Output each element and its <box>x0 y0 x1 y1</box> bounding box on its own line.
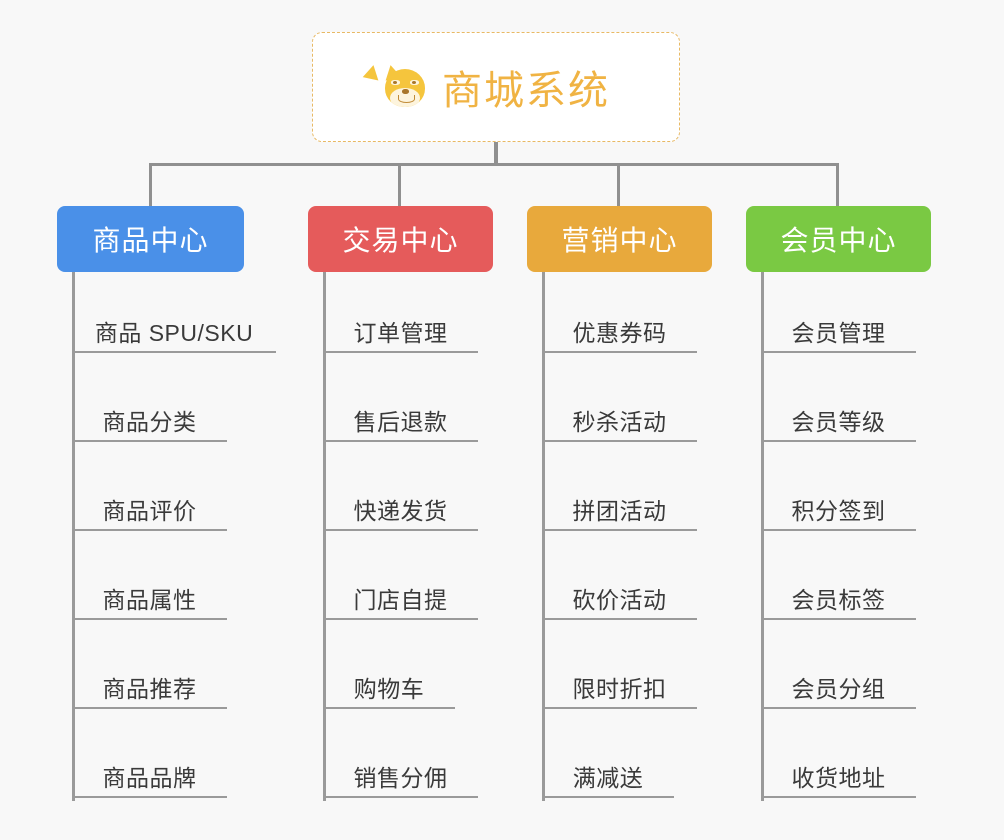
root-node-label: 商城系统 <box>442 69 610 113</box>
leaf-label-3-4: 砍价活动 <box>572 587 667 613</box>
branch-header-label-1: 商品中心 <box>92 225 209 256</box>
branch-header-label-4: 会员中心 <box>780 225 897 256</box>
leaf-item-2-6[interactable]: 销售分佣 <box>323 752 478 798</box>
leaf-item-3-5[interactable]: 限时折扣 <box>542 663 697 709</box>
leaf-label-4-6: 收货地址 <box>791 765 886 791</box>
connector-drop-branch-1 <box>149 163 152 207</box>
leaf-item-2-4[interactable]: 门店自提 <box>323 574 478 620</box>
leaf-item-3-1[interactable]: 优惠券码 <box>542 307 697 353</box>
leaf-label-4-3: 积分签到 <box>791 498 886 524</box>
branch-header-label-2: 交易中心 <box>342 225 459 256</box>
branch-header-4[interactable]: 会员中心 <box>746 206 931 272</box>
leaf-item-4-1[interactable]: 会员管理 <box>761 307 916 353</box>
leaf-item-4-5[interactable]: 会员分组 <box>761 663 916 709</box>
leaf-item-2-3[interactable]: 快递发货 <box>323 485 478 531</box>
leaf-label-1-5: 商品推荐 <box>102 676 197 702</box>
branch-spine-4 <box>761 272 764 801</box>
leaf-label-2-1: 订单管理 <box>353 320 448 346</box>
branch-header-1[interactable]: 商品中心 <box>57 206 244 272</box>
leaf-label-4-1: 会员管理 <box>791 320 886 346</box>
shiba-dog-face-icon <box>362 63 428 110</box>
leaf-item-1-6[interactable]: 商品品牌 <box>72 752 227 798</box>
leaf-label-4-5: 会员分组 <box>791 676 886 702</box>
leaf-label-2-6: 销售分佣 <box>353 765 448 791</box>
connector-drop-branch-3 <box>617 163 620 207</box>
leaf-item-3-6[interactable]: 满减送 <box>542 752 674 798</box>
leaf-label-3-3: 拼团活动 <box>572 498 667 524</box>
leaf-label-1-2: 商品分类 <box>102 409 197 435</box>
branch-header-3[interactable]: 营销中心 <box>527 206 712 272</box>
leaf-label-4-2: 会员等级 <box>791 409 886 435</box>
leaf-label-4-4: 会员标签 <box>791 587 886 613</box>
branch-spine-3 <box>542 272 545 801</box>
connector-drop-branch-4 <box>836 163 839 207</box>
leaf-label-3-6: 满减送 <box>572 765 644 791</box>
leaf-item-4-2[interactable]: 会员等级 <box>761 396 916 442</box>
connector-drop-branch-2 <box>398 163 401 207</box>
leaf-item-4-6[interactable]: 收货地址 <box>761 752 916 798</box>
leaf-label-2-3: 快递发货 <box>353 498 448 524</box>
leaf-item-1-5[interactable]: 商品推荐 <box>72 663 227 709</box>
branch-header-label-3: 营销中心 <box>561 225 678 256</box>
leaf-item-3-2[interactable]: 秒杀活动 <box>542 396 697 442</box>
leaf-label-3-2: 秒杀活动 <box>572 409 667 435</box>
leaf-label-1-3: 商品评价 <box>102 498 197 524</box>
leaf-label-1-4: 商品属性 <box>102 587 197 613</box>
leaf-label-1-6: 商品品牌 <box>102 765 197 791</box>
leaf-item-4-4[interactable]: 会员标签 <box>761 574 916 620</box>
connector-root-stem <box>494 142 498 165</box>
leaf-item-2-1[interactable]: 订单管理 <box>323 307 478 353</box>
leaf-item-3-4[interactable]: 砍价活动 <box>542 574 697 620</box>
leaf-item-1-2[interactable]: 商品分类 <box>72 396 227 442</box>
leaf-label-3-1: 优惠券码 <box>572 320 667 346</box>
leaf-item-4-3[interactable]: 积分签到 <box>761 485 916 531</box>
leaf-label-2-4: 门店自提 <box>353 587 448 613</box>
branch-spine-2 <box>323 272 326 801</box>
connector-horizontal-bus <box>150 163 839 166</box>
leaf-label-3-5: 限时折扣 <box>572 676 667 702</box>
leaf-item-3-3[interactable]: 拼团活动 <box>542 485 697 531</box>
branch-spine-1 <box>72 272 75 801</box>
branch-header-2[interactable]: 交易中心 <box>308 206 493 272</box>
leaf-item-1-4[interactable]: 商品属性 <box>72 574 227 620</box>
leaf-item-2-5[interactable]: 购物车 <box>323 663 455 709</box>
leaf-label-2-5: 购物车 <box>353 676 425 702</box>
leaf-item-1-1[interactable]: 商品 SPU/SKU <box>72 307 276 353</box>
root-node-shop-system[interactable]: 商城系统 <box>312 32 680 142</box>
leaf-label-1-1: 商品 SPU/SKU <box>94 320 254 346</box>
leaf-label-2-2: 售后退款 <box>353 409 448 435</box>
leaf-item-2-2[interactable]: 售后退款 <box>323 396 478 442</box>
leaf-item-1-3[interactable]: 商品评价 <box>72 485 227 531</box>
